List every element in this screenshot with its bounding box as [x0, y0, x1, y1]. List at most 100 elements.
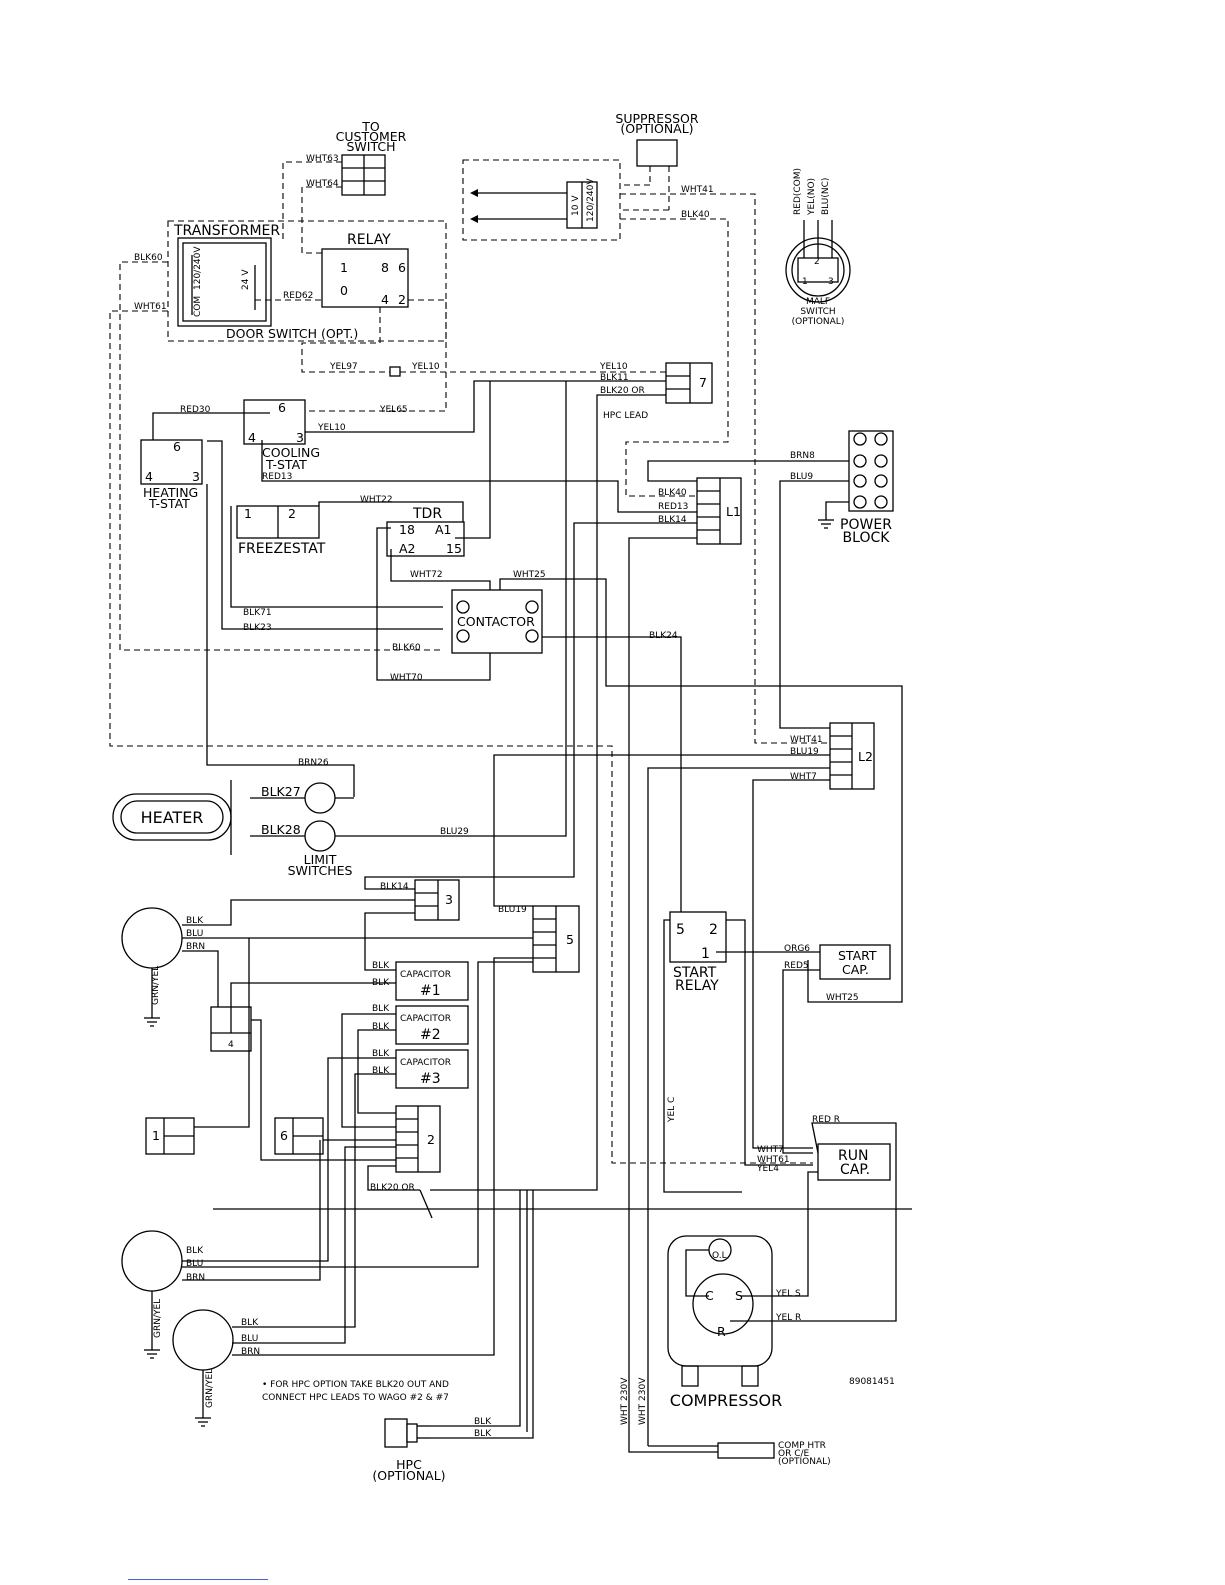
cool-term-6: 6 — [278, 400, 286, 415]
freezestat: 1 2 FREEZESTAT — [236, 505, 326, 557]
wire-wht70: WHT70 — [390, 673, 423, 683]
comp-htr-label-c: (OPTIONAL) — [778, 1457, 831, 1467]
wago-l1-label: L1 — [726, 504, 741, 519]
fan-motor-2: GRN/YEL — [121, 1230, 183, 1359]
hpc-lead-label: HPC LEAD — [603, 411, 648, 421]
motor1-wire-blk: BLK — [186, 916, 204, 926]
wire-blk14-b: BLK14 — [380, 882, 409, 892]
wire-brn26: BRN26 — [298, 758, 329, 768]
wire-wht22: WHT22 — [360, 495, 393, 505]
fz-term-1: 1 — [244, 506, 252, 521]
hpc-wire-blk-b: BLK — [474, 1429, 492, 1439]
capacitor-1: CAPACITOR #1 — [395, 961, 469, 1001]
wago-4-label: 4 — [228, 1040, 234, 1050]
tdr-term-15: 15 — [446, 541, 462, 556]
fan-motor-1: GRN/YEL — [121, 907, 183, 1027]
compressor-term-s: S — [735, 1288, 743, 1303]
malf-term-3: 3 — [828, 277, 834, 287]
suppressor-assembly: SUPPRESSOR (OPTIONAL) 10 V 120/240V — [462, 111, 699, 241]
cap3-wire-blk-b: BLK — [372, 1066, 390, 1076]
motor3-wire-brn: BRN — [241, 1347, 260, 1357]
run-capacitor: RUN CAP. — [817, 1143, 891, 1181]
wire-blu19: BLU19 — [790, 747, 819, 757]
suppressor-label: SUPPRESSOR — [615, 111, 698, 126]
hpc-switch: HPC (OPTIONAL) — [372, 1418, 446, 1483]
fz-term-2: 2 — [288, 506, 296, 521]
wire-wht41: WHT41 — [681, 185, 714, 195]
block-label: BLOCK — [843, 530, 891, 546]
wire-yel-r: YEL R — [775, 1313, 801, 1323]
comp-htr-label-b: OR C/E — [778, 1449, 810, 1459]
wire-yel4: YEL4 — [756, 1164, 779, 1174]
cap2-wire-blk-a: BLK — [372, 1004, 390, 1014]
relay-term-1: 1 — [340, 260, 348, 275]
wire-red-r: RED R — [812, 1115, 840, 1125]
start-relay: 5 2 1 START RELAY — [669, 911, 727, 994]
wire-red13: RED13 — [262, 472, 292, 482]
capacitor-2: CAPACITOR #2 — [395, 1005, 469, 1045]
malf-term-1: 1 — [802, 277, 808, 287]
capacitor-3-label: CAPACITOR — [400, 1058, 451, 1068]
wago-3-label: 3 — [445, 892, 453, 907]
motor2-ground-label: GRN/YEL — [153, 1299, 163, 1338]
start-relay-term-2: 2 — [709, 922, 718, 938]
hpc-optional-label: (OPTIONAL) — [372, 1468, 445, 1483]
wire-blk27: BLK27 — [261, 784, 301, 799]
wire-wht64: WHT64 — [306, 179, 339, 189]
wire-blu9: BLU9 — [790, 472, 813, 482]
compressor-term-c: C — [705, 1288, 714, 1303]
compressor-ol: O.L. — [712, 1251, 729, 1261]
suppressor-optional: (OPTIONAL) — [620, 121, 693, 136]
wire-blu29: BLU29 — [440, 827, 469, 837]
relay-label: RELAY — [347, 232, 391, 248]
wire-blk40-b: BLK40 — [658, 488, 687, 498]
malf-blu-nc: BLU(NC) — [821, 178, 831, 215]
malf-switch-label: SWITCH — [800, 307, 835, 317]
motor1-wire-blu: BLU — [186, 929, 203, 939]
capacitor-3-number: #3 — [420, 1071, 441, 1087]
wire-yel10: YEL10 — [411, 362, 440, 372]
wire-wht61-b: WHT61 — [757, 1155, 790, 1165]
heat-term-6: 6 — [173, 439, 181, 454]
malf-term-2: 2 — [814, 257, 820, 267]
tdr-term-a1: A1 — [435, 522, 452, 537]
wire-org6: ORG6 — [784, 944, 810, 954]
customer-switch: TO CUSTOMER SWITCH — [336, 119, 407, 196]
malf-switch: RED(COM) YEL(NO) BLU(NC) 2 1 3 MALF SWIT… — [785, 168, 851, 327]
wago-l1: L1 — [696, 477, 742, 545]
heating-label: HEATING — [143, 485, 198, 500]
wire-red5: RED5 — [784, 961, 809, 971]
freezestat-label: FREEZESTAT — [238, 541, 326, 557]
hpc-note-line-2: CONNECT HPC LEADS TO WAGO #2 & #7 — [262, 1393, 449, 1403]
motor2-wire-brn: BRN — [186, 1273, 205, 1283]
wire-wht63: WHT63 — [306, 154, 339, 164]
wire-wht72: WHT72 — [410, 570, 443, 580]
heat-term-4: 4 — [145, 469, 153, 484]
start-relay-term-5: 5 — [676, 922, 685, 938]
wire-blk20-or-2: BLK20 OR — [370, 1183, 415, 1193]
cooling-label: COOLING — [262, 445, 320, 460]
cooling-tstat: 6 4 3 COOLING T-STAT — [243, 399, 320, 472]
relay-term-6: 6 — [398, 260, 406, 275]
wire-yel97: YEL97 — [329, 362, 358, 372]
wago-4: 4 — [210, 1006, 252, 1052]
relay-term-8: 8 — [381, 260, 389, 275]
heater-label: HEATER — [141, 808, 204, 827]
switches-label: SWITCHES — [288, 863, 353, 878]
transformer-com: COM — [193, 296, 203, 317]
contactor: CONTACTOR — [451, 589, 543, 654]
switch-label: SWITCH — [346, 139, 395, 154]
wago-6-label: 6 — [280, 1128, 288, 1143]
wire-wht-230v-a: WHT 230V — [620, 1377, 630, 1425]
comp-htr-label-a: COMP HTR — [778, 1441, 826, 1451]
malf-yel-no: YEL(NO) — [807, 178, 817, 216]
wire-blk60-b: BLK60 — [392, 643, 421, 653]
wire-wht25: WHT25 — [513, 570, 546, 580]
limit-label: LIMIT — [304, 852, 337, 867]
wago-5-label: 5 — [566, 932, 574, 947]
wire-yel-c: YEL C — [667, 1097, 677, 1123]
wire-blk60: BLK60 — [134, 253, 163, 263]
capacitor-1-label: CAPACITOR — [400, 970, 451, 980]
compressor: O.L. C S R COMPRESSOR — [667, 1235, 782, 1410]
wire-blk24: BLK24 — [649, 631, 678, 641]
